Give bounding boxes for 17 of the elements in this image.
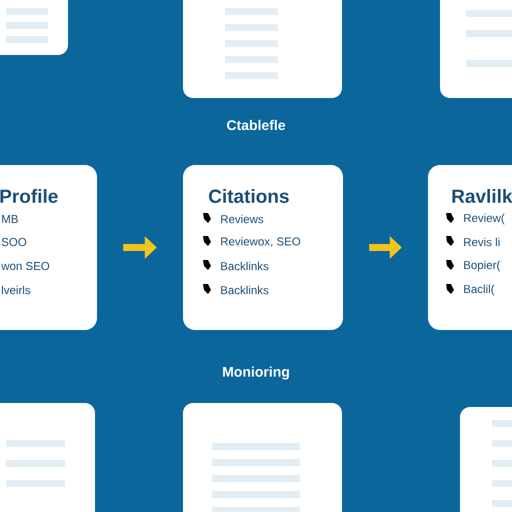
list-item: Reviews: [221, 214, 264, 224]
section-label: Ctablefle: [227, 120, 286, 130]
list-item: Bopier(: [464, 260, 500, 272]
card-heading: Ravlilk: [452, 189, 512, 203]
list-item: Revis li: [464, 238, 500, 246]
list-item: won SEO: [1, 262, 50, 270]
list-item: Review(: [464, 214, 505, 224]
list-item: Reviewox, SEO: [221, 237, 300, 247]
list-item: lveirls: [2, 286, 30, 294]
section-label: Monioring: [223, 366, 289, 380]
list-item: MB: [2, 215, 18, 223]
list-item: Backlinks: [221, 286, 268, 294]
list-item: Baclil(: [464, 284, 494, 296]
list-item: Backlinks: [221, 262, 268, 270]
list-item: SOO: [2, 238, 26, 246]
card-heading: Profile: [0, 189, 58, 203]
card-heading: Citations: [208, 189, 289, 203]
